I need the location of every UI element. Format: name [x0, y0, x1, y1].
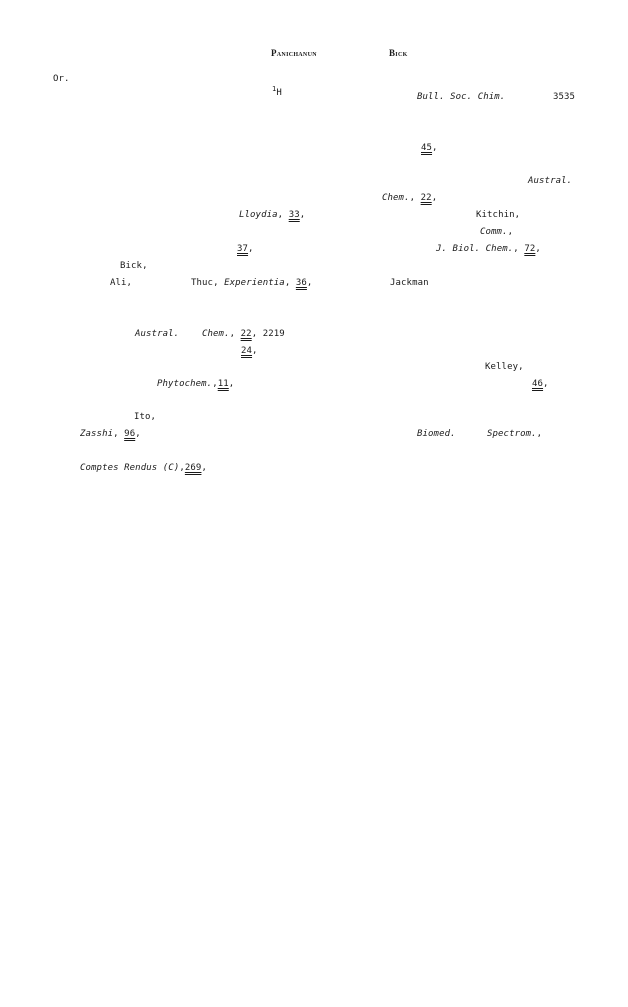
header-author-bick: Bick — [389, 48, 408, 58]
journal-phytochem-volume-11: Phytochem.,11, — [157, 379, 235, 389]
journal-bull-soc-chim: Bull. Soc. Chim. — [417, 92, 506, 102]
author-kitchin: Kitchin, — [476, 210, 521, 220]
journal-chem-volume-22: Chem., 22, — [382, 193, 438, 203]
journal-lloydia-volume-33: Lloydia, 33, — [239, 210, 306, 220]
journal-j-biol-chem-volume-72: J. Biol. Chem., 72, — [436, 244, 541, 254]
fragment-or: Or. — [53, 74, 70, 84]
journal-comptes-rendus-volume-269: Comptes Rendus (C),269, — [80, 463, 207, 473]
author-jackman: Jackman — [390, 278, 429, 288]
page-3535: 3535 — [553, 92, 576, 102]
journal-biomed: Biomed. — [417, 429, 456, 439]
volume-37: 37, — [237, 244, 254, 254]
journal-austral-2: Austral. — [135, 329, 180, 339]
author-ito: Ito, — [134, 412, 157, 422]
author-bick: Bick, — [120, 261, 148, 271]
volume-24: 24, — [241, 346, 258, 356]
header-author-panichanun: Panichanun — [271, 48, 317, 58]
journal-zasshi-volume-96: Zasshi, 96, — [80, 429, 141, 439]
journal-comm: Comm., — [480, 227, 514, 237]
journal-austral-1: Austral. — [528, 176, 573, 186]
author-ali: Ali, — [110, 278, 133, 288]
fragment-nmr-1h: 1H — [272, 85, 282, 99]
journal-spectrom: Spectrom., — [487, 429, 543, 439]
journal-chem-volume-22-page-2219: Chem., 22, 2219 — [202, 329, 285, 339]
volume-45: 45, — [421, 143, 438, 153]
superscript-1: 1 — [272, 85, 277, 93]
volume-46: 46, — [532, 379, 549, 389]
author-kelley: Kelley, — [485, 362, 524, 372]
citation-thuc-experientia-36: Thuc, Experientia, 36, — [191, 278, 313, 288]
fragment-h: H — [276, 88, 282, 98]
